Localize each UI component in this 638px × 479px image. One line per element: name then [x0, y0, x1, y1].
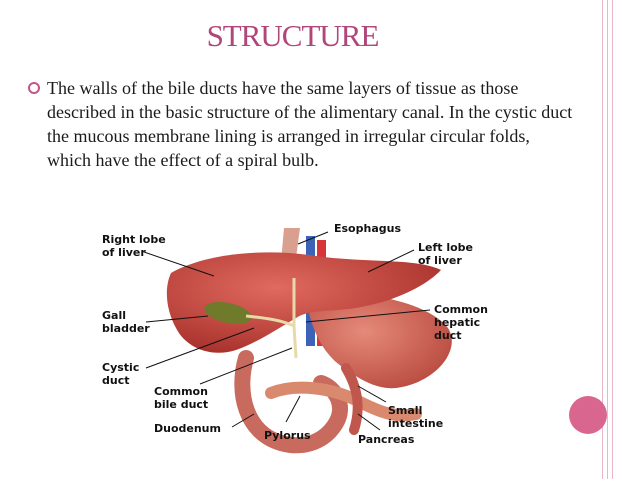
label-common-hepatic: Common	[434, 303, 488, 316]
bullet-text: The walls of the bile ducts have the sam…	[47, 78, 573, 170]
leader-line	[367, 249, 415, 273]
decorative-rule	[612, 0, 613, 479]
label-common-bile-duct-2: bile duct	[154, 398, 208, 411]
label-small-intestine: Small	[388, 404, 422, 417]
digestive-anatomy-diagram: Esophagus Right lobe of liver Left lobe …	[102, 222, 488, 454]
leader-line	[285, 395, 301, 423]
label-common-hepatic-2: hepatic	[434, 316, 480, 329]
leader-line	[305, 309, 431, 323]
label-common-bile-duct: Common	[154, 385, 208, 398]
decorative-rule	[602, 0, 603, 479]
leader-line	[145, 327, 255, 369]
label-gallbladder: Gall	[102, 309, 126, 322]
bullet-circle-icon	[28, 82, 40, 94]
label-pancreas: Pancreas	[358, 433, 415, 446]
label-left-lobe: Left lobe	[418, 241, 473, 254]
leader-line	[143, 251, 215, 277]
label-small-intestine-2: intestine	[388, 417, 443, 430]
decorative-rule	[607, 0, 608, 479]
label-left-lobe-2: of liver	[418, 254, 462, 267]
label-right-lobe: Right lobe	[102, 233, 166, 246]
label-gallbladder-2: bladder	[102, 322, 150, 335]
label-cystic-duct: Cystic	[102, 361, 139, 374]
leader-line	[357, 413, 381, 431]
small-intestine-shape	[341, 363, 363, 435]
leader-line	[199, 347, 293, 385]
leader-line	[231, 413, 255, 428]
decorative-circle	[569, 396, 607, 434]
label-duodenum: Duodenum	[154, 422, 221, 435]
leader-line	[145, 315, 209, 323]
label-esophagus: Esophagus	[334, 222, 401, 235]
leader-line	[357, 385, 387, 403]
label-right-lobe-2: of liver	[102, 246, 146, 259]
label-pylorus: Pylorus	[264, 429, 311, 442]
duodenum-shape	[234, 350, 348, 454]
label-cystic-duct-2: duct	[102, 374, 129, 387]
leader-line	[297, 231, 329, 245]
gallbladder-shape	[204, 302, 252, 324]
label-common-hepatic-3: duct	[434, 329, 461, 342]
liver-shape	[166, 252, 441, 353]
slide-title: STRUCTURE	[206, 18, 380, 53]
